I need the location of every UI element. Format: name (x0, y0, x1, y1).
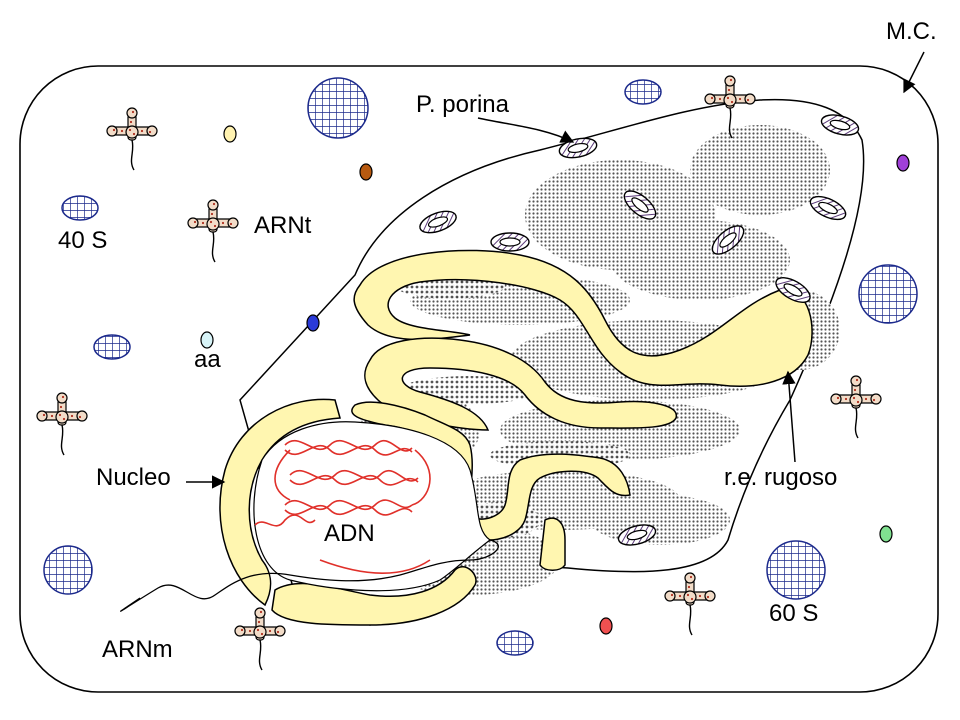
arrow-rough-er (782, 370, 796, 463)
label-60s: 60 S (769, 600, 819, 627)
ribosomes (43, 77, 918, 656)
label-arnm: ARNm (102, 636, 173, 663)
label-membrana-celular: M.C. (886, 18, 937, 45)
ribosome-large (307, 77, 369, 139)
ribosome-large (858, 264, 918, 324)
label-aa: aa (194, 346, 221, 373)
nucleus-inner (253, 421, 492, 592)
pointer-arrows (186, 51, 925, 489)
ribosome-small (624, 79, 662, 105)
label-adn: ADN (324, 520, 375, 547)
label-40s: 40 S (58, 227, 108, 254)
dna (254, 439, 431, 574)
arnm-strand (120, 539, 499, 612)
arrow-porin (477, 117, 575, 143)
aa-lightblue (200, 331, 214, 349)
amino-acids (200, 125, 910, 635)
label-nucleo: Nucleo (96, 464, 171, 491)
aa-yellow (223, 125, 237, 143)
ribosome-small (93, 334, 131, 360)
aa-purple (896, 154, 910, 172)
aa-blue (306, 314, 320, 332)
nucleus (219, 398, 492, 626)
aa-brown (359, 163, 373, 181)
ribosome-large (766, 540, 826, 600)
arrow-membrane (903, 51, 925, 94)
aa-red (599, 617, 613, 635)
ribosome-small (496, 630, 534, 656)
ribosome-small (61, 195, 99, 221)
label-arnt: ARNt (254, 212, 312, 239)
er-cisternae (351, 249, 813, 571)
label-porina: P. porina (416, 91, 509, 118)
nucleus-envelope-bottom (271, 565, 477, 626)
ribosome-large (43, 545, 93, 595)
label-rough-er: r.e. rugoso (724, 464, 838, 491)
aa-green (879, 525, 893, 543)
